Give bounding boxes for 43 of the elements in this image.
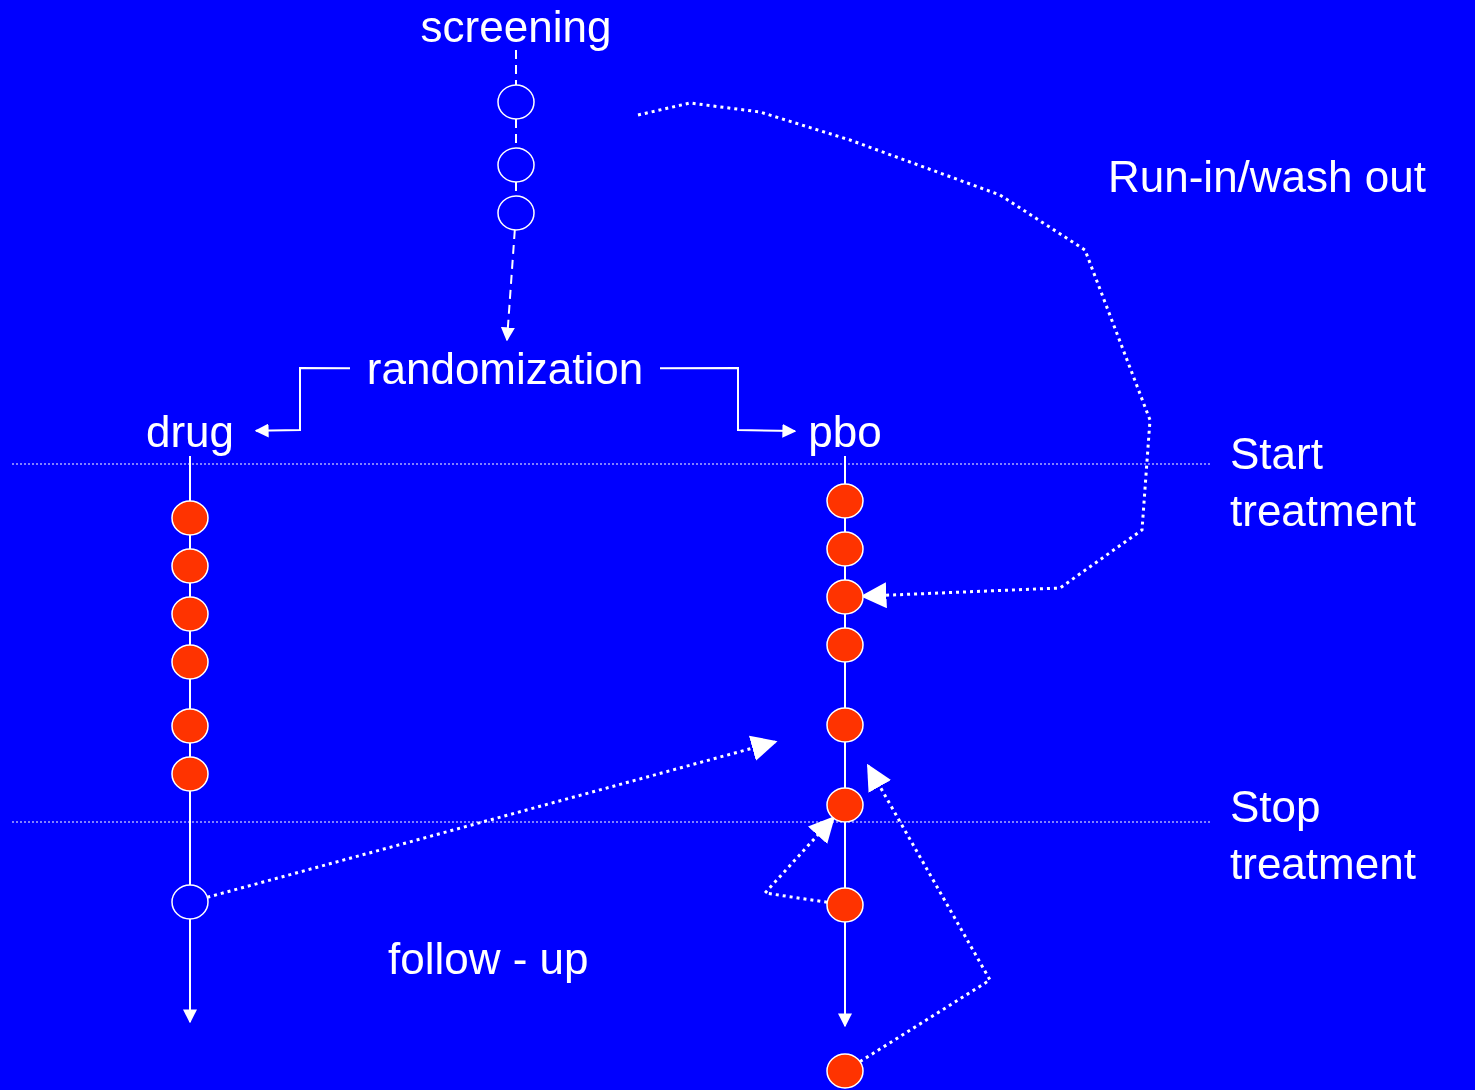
visit-dot — [826, 787, 864, 823]
stage-label: screening — [406, 4, 626, 50]
visit-dot — [826, 483, 864, 519]
visit-circle — [497, 195, 535, 231]
visit-circle — [497, 84, 535, 120]
connector-line — [844, 661, 846, 709]
connector-line — [189, 455, 191, 502]
visit-dot — [826, 531, 864, 567]
phase-label: Run-in/wash out — [1108, 151, 1426, 203]
visit-dot — [826, 887, 864, 923]
arrow — [637, 101, 1152, 609]
visit-dot — [171, 548, 209, 584]
arrow — [206, 735, 778, 899]
phase-label: Stop treatment — [1230, 781, 1417, 891]
connector-line — [844, 455, 846, 485]
arrow — [859, 763, 992, 1063]
arrow — [762, 816, 836, 904]
visit-dot — [171, 756, 209, 792]
visit-dot — [171, 500, 209, 536]
visit-dot — [171, 708, 209, 744]
connector-line — [189, 790, 191, 886]
arrow — [500, 229, 516, 342]
visit-dot — [826, 627, 864, 663]
stage-label: drug — [124, 408, 256, 456]
arrow — [838, 921, 852, 1028]
visit-dot — [826, 1053, 864, 1089]
phase-label: follow - up — [388, 933, 589, 985]
visit-circle — [497, 147, 535, 183]
connector-line — [844, 821, 846, 889]
visit-dot — [171, 596, 209, 632]
visit-dot — [826, 579, 864, 615]
phase-label: Start treatment — [1230, 428, 1417, 538]
visit-dot — [171, 644, 209, 680]
connector-line — [515, 49, 517, 86]
arrow — [254, 367, 351, 438]
stage-label: randomization — [350, 340, 660, 398]
visit-circle — [171, 884, 209, 920]
arrow — [659, 367, 797, 438]
visit-dot — [826, 707, 864, 743]
connector-line — [189, 678, 191, 710]
arrow — [183, 918, 197, 1024]
connector-line — [844, 741, 846, 789]
stage-label: pbo — [795, 408, 895, 456]
